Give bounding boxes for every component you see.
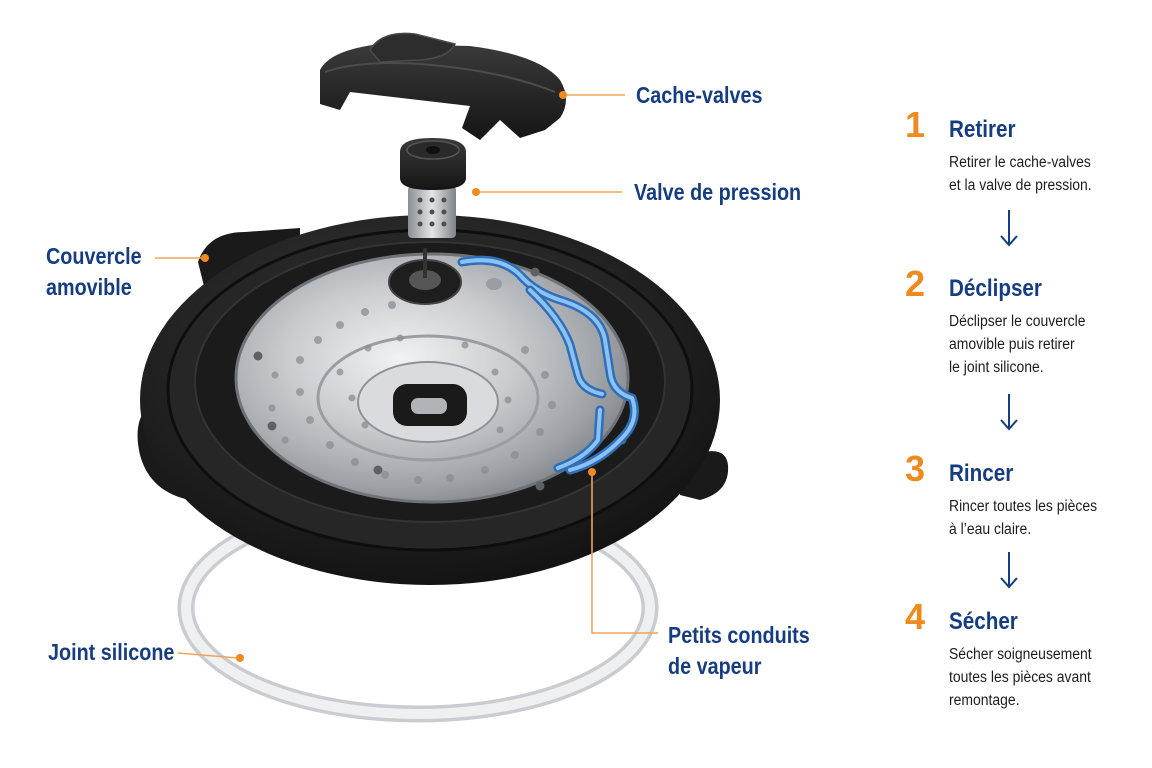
step-number: 2: [905, 263, 926, 304]
steam-channels: [457, 255, 639, 475]
leader-dots: [201, 91, 596, 662]
valve-cover: [320, 32, 566, 140]
step-title: Retirer: [949, 116, 1016, 143]
step-description: Sécher soigneusement toutes les pièces a…: [949, 643, 1152, 712]
step-line: Retirer le cache-valves: [949, 154, 1091, 171]
label-cache-valves: Cache-valves: [636, 82, 763, 108]
step-line: toutes les pièces avant: [949, 669, 1091, 686]
step-title: Rincer: [949, 460, 1014, 487]
label-joint-silicone: Joint silicone: [48, 639, 175, 665]
step-line: remontage.: [949, 692, 1020, 709]
step-line: et la valve de pression.: [949, 177, 1092, 194]
removable-lid: [137, 215, 729, 585]
label-conduits-vapeur: Petits conduits de vapeur: [668, 620, 810, 682]
step-title: Sécher: [949, 608, 1018, 635]
step-line: amovible puis retirer: [949, 336, 1075, 353]
step-line: Déclipser le couvercle: [949, 313, 1086, 330]
label-conduits-line1: Petits conduits: [668, 622, 810, 648]
label-couvercle-line1: Couvercle: [46, 243, 142, 269]
arrow-down-icon: [1000, 552, 1018, 589]
label-conduits-line2: de vapeur: [668, 653, 762, 679]
step-description: Rincer toutes les pièces à l’eau claire.: [949, 495, 1152, 541]
step-line: Sécher soigneusement: [949, 646, 1092, 663]
step-number: 4: [905, 596, 926, 637]
step-number: 1: [905, 104, 926, 145]
step-number: 3: [905, 448, 926, 489]
pressure-valve: [400, 138, 466, 238]
arrow-down-icon: [1000, 394, 1018, 431]
step-title: Déclipser: [949, 275, 1042, 302]
label-couvercle-line2: amovible: [46, 274, 132, 300]
label-couvercle: Couvercle amovible: [46, 241, 142, 303]
step-line: à l’eau claire.: [949, 521, 1032, 538]
step-description: Retirer le cache-valves et la valve de p…: [949, 151, 1152, 197]
step-line: Rincer toutes les pièces: [949, 498, 1098, 515]
leader-lines: [155, 94, 658, 659]
step-line: le joint silicone.: [949, 359, 1044, 376]
label-valve-pression: Valve de pression: [634, 179, 802, 205]
arrow-down-icon: [1000, 210, 1018, 247]
step-description: Déclipser le couvercle amovible puis ret…: [949, 310, 1152, 379]
